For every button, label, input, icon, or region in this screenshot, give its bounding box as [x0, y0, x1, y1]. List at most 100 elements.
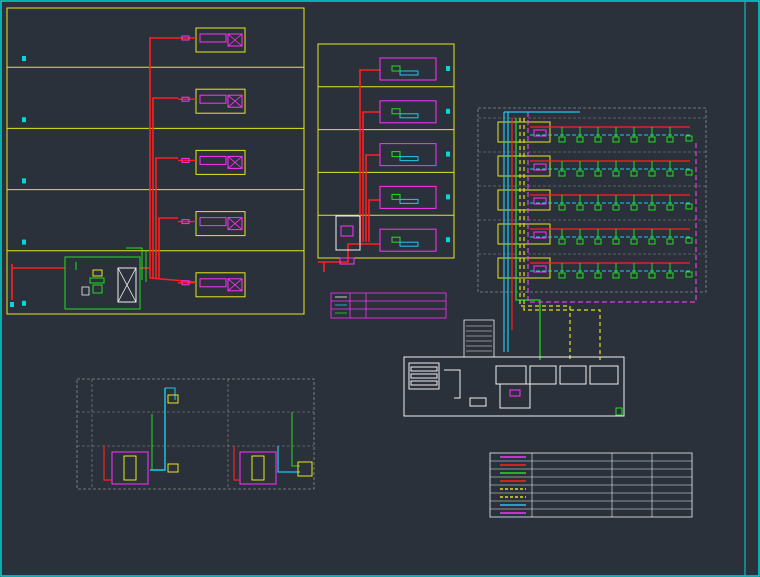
floor-unit	[178, 211, 246, 237]
middle-floor-dividers	[318, 86, 454, 216]
middle-legend-table	[330, 292, 447, 319]
floor-unit	[178, 149, 246, 175]
middle-control-box	[335, 215, 361, 251]
sprinkler-icon	[666, 136, 674, 143]
valve-icon	[181, 280, 190, 286]
device-cross	[227, 94, 243, 108]
middle-unit-frame	[379, 143, 437, 167]
device-body	[199, 217, 227, 227]
sprinkler-icon	[666, 238, 674, 245]
middle-floor-marker	[446, 151, 450, 157]
middle-riser-diagram	[317, 43, 455, 319]
middle-unit	[379, 100, 450, 124]
sprinkler-icon	[594, 238, 602, 245]
unit-frame	[195, 149, 246, 175]
valve-icon	[181, 219, 190, 225]
matrix-row	[478, 151, 706, 177]
sprinkler-icon	[630, 204, 638, 211]
sprinkler-icon	[630, 272, 638, 279]
device-box	[227, 155, 243, 169]
sprinkler-icon	[558, 170, 566, 177]
sprinkler-icon	[558, 136, 566, 143]
valve-icon	[181, 157, 190, 163]
middle-unit	[379, 228, 450, 252]
device-body	[199, 155, 227, 165]
detector-icon	[399, 156, 419, 162]
operator-desk	[408, 362, 531, 409]
building-outline	[6, 7, 305, 315]
control-room-outline	[403, 356, 625, 417]
sprinkler-icon	[648, 272, 656, 279]
valve-icon	[391, 193, 401, 200]
floor-marker	[22, 56, 26, 61]
middle-floor-marker	[446, 108, 450, 114]
stair-outline	[463, 319, 495, 357]
sprinkler-icon	[630, 136, 638, 143]
device-box	[227, 278, 243, 292]
device-box	[227, 217, 243, 231]
sprinkler-icon	[666, 170, 674, 177]
main-supply-riser	[11, 37, 197, 300]
left-riser-diagram	[6, 7, 305, 315]
control-cabinet-row	[495, 365, 619, 385]
device-body	[199, 278, 227, 288]
floor-marker	[10, 302, 14, 307]
device-cross	[227, 217, 243, 230]
floor-level-markers	[10, 56, 26, 307]
device-cross	[227, 278, 243, 292]
green-terminal	[615, 407, 623, 416]
sprinkler-icon	[648, 238, 656, 245]
valve-icon	[181, 96, 190, 102]
detector-icon	[685, 169, 693, 176]
panel-b	[233, 412, 313, 485]
sprinkler-icon	[630, 170, 638, 177]
sprinkler-icon	[648, 204, 656, 211]
sprinkler-icon	[558, 204, 566, 211]
device-body	[199, 33, 227, 43]
sprinkler-icon	[576, 238, 584, 245]
device-box	[227, 33, 243, 47]
floor-marker	[22, 239, 26, 245]
middle-unit-frame	[379, 228, 437, 252]
detector-icon	[685, 237, 693, 244]
sprinkler-icon	[612, 272, 620, 279]
valve-icon	[391, 151, 401, 158]
sprinkler-icon	[666, 272, 674, 279]
valve-icon	[181, 35, 190, 41]
sprinkler-icon	[594, 170, 602, 177]
middle-floor-marker	[446, 194, 450, 200]
floor-marker	[22, 300, 26, 306]
middle-building-outline	[317, 43, 455, 259]
middle-unit	[379, 143, 450, 167]
sprinkler-icon	[558, 238, 566, 245]
cabinet-icon	[529, 365, 557, 385]
sprinkler-icon	[612, 238, 620, 245]
pump-icon	[75, 262, 105, 296]
middle-unit	[379, 185, 450, 209]
middle-base-valve	[339, 257, 355, 265]
valve-icon	[533, 231, 547, 239]
device-body	[199, 94, 227, 104]
device-cross	[227, 156, 243, 169]
sprinkler-icon	[612, 170, 620, 177]
pump-icon	[251, 455, 265, 481]
cabinet-icon	[589, 365, 619, 385]
valve-icon	[533, 129, 547, 137]
unit-frame	[195, 272, 246, 298]
sprinkler-icon	[558, 272, 566, 279]
pump-icon	[123, 455, 137, 481]
unit-frame	[195, 27, 246, 53]
detector-icon	[685, 203, 693, 210]
legend-table	[489, 452, 693, 518]
middle-floor-marker	[446, 237, 450, 243]
matrix-outline	[477, 107, 707, 293]
valve-icon	[533, 163, 547, 171]
control-cabinet	[117, 267, 137, 303]
device-cross	[227, 33, 243, 47]
middle-pump-icon	[340, 225, 354, 237]
device-box	[227, 94, 243, 108]
sprinkler-icon	[594, 272, 602, 279]
sprinkler-icon	[648, 136, 656, 143]
